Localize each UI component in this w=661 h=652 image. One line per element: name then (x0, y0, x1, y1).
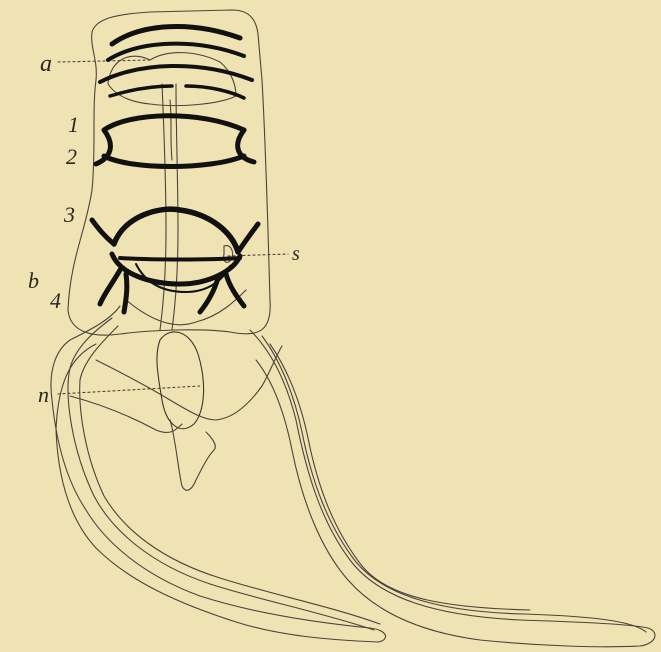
lower-body-fold-2 (70, 396, 182, 432)
ring-3-left-lower-arm-2 (124, 274, 127, 312)
tail-lobe (170, 420, 215, 490)
top-arc-2 (108, 44, 244, 60)
ring-3-left-lower-arm (100, 270, 120, 304)
label-3: 3 (64, 204, 75, 226)
ring-1-right-arm (238, 130, 254, 162)
foot-outline-inner (68, 318, 374, 630)
label-a: a (40, 52, 52, 76)
ring-3-right-upper-arm (238, 224, 258, 252)
label-b: b (28, 270, 39, 292)
foot-outline-inner-2 (80, 326, 380, 624)
central-canal-fold (170, 100, 172, 160)
ring-1-upper (104, 116, 244, 130)
lower-body-fold (96, 346, 282, 420)
label-s: s (292, 244, 300, 264)
right-toe-outline (250, 330, 655, 647)
ventral-sac (126, 290, 246, 325)
top-arc-1 (112, 27, 240, 44)
ring-3-right-lower-arm (226, 274, 244, 306)
foot-outline (51, 306, 386, 642)
ring-3-outer (114, 209, 238, 252)
head-cap (108, 53, 236, 106)
label-4: 4 (50, 290, 61, 312)
ring-3-left-upper-arm (92, 220, 114, 244)
leader-a (58, 60, 150, 62)
label-n: n (38, 384, 49, 406)
ring-1-lower (104, 156, 244, 167)
ring-3-band (120, 258, 240, 260)
right-toe-inner-2 (270, 344, 530, 610)
label-1: 1 (68, 114, 79, 136)
label-2: 2 (66, 146, 77, 168)
body-outline (68, 10, 270, 335)
top-arc-3 (100, 66, 252, 82)
